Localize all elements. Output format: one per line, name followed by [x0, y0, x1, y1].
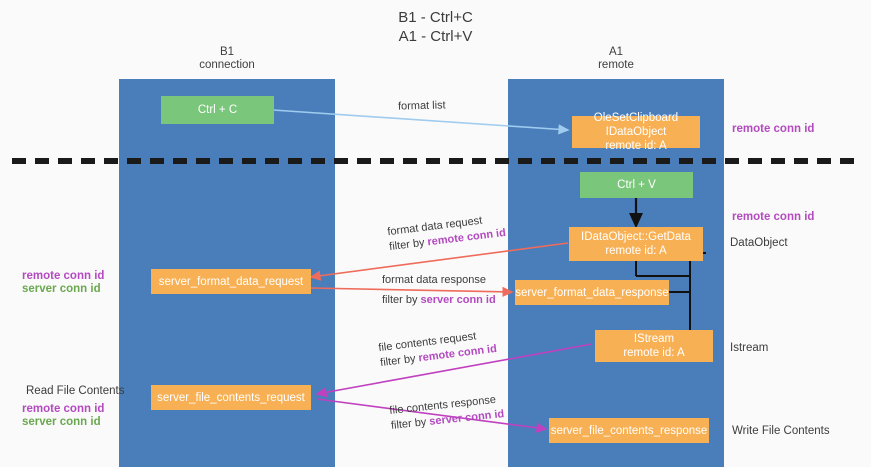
box-ctrl-c-label: Ctrl + C: [197, 104, 238, 116]
box-server-file-contents-request[interactable]: server_file_contents_request: [151, 385, 311, 410]
box-getdata-line1: IDataObject::GetData: [581, 231, 691, 243]
label-left-read-file-contents: Read File Contents: [26, 385, 125, 397]
label-left-server-conn-mid: server conn id: [22, 283, 101, 295]
column-header-b1: B1 connection: [119, 46, 335, 72]
box-istream-line1: IStream: [633, 333, 675, 345]
box-istream-line2: remote id: A: [623, 347, 685, 359]
column-a1-role: remote: [598, 59, 634, 71]
box-ctrl-c[interactable]: Ctrl + C: [161, 96, 274, 124]
edge-label-format-data-request: format data request filter by remote con…: [387, 211, 507, 255]
edge-label-format-data-response-line1: format data response: [382, 274, 486, 286]
label-left-remote-conn-mid: remote conn id: [22, 270, 105, 282]
box-server-file-contents-response-label: server_file_contents_response: [550, 424, 708, 437]
title-line-2: A1 - Ctrl+V: [398, 28, 473, 45]
edge-label-format-list-text: format list: [397, 99, 446, 113]
box-ctrl-v-label: Ctrl + V: [617, 179, 656, 191]
edge-label-file-contents-request: file contents request filter by remote c…: [378, 327, 498, 371]
box-ole-set-clipboard-dataobject[interactable]: OleSetClipboard IDataObject remote id: A: [572, 112, 700, 152]
filter-prefix: filter by: [388, 236, 429, 254]
edge-label-format-data-response-filter: filter by server conn id: [382, 293, 496, 308]
box-dataobject-top-line2: remote id: A: [605, 140, 667, 152]
label-right-write-file-contents: Write File Contents: [732, 425, 830, 437]
box-server-file-contents-request-label: server_file_contents_request: [157, 391, 305, 404]
section-divider: [12, 158, 861, 164]
box-idataobject-getdata[interactable]: IDataObject::GetData remote id: A: [569, 227, 703, 261]
box-server-format-data-request-label: server_format_data_request: [158, 275, 304, 288]
column-a1-name: A1: [608, 46, 624, 58]
box-server-format-data-response-label: server_format_data_response: [515, 286, 669, 299]
box-server-format-data-request[interactable]: server_format_data_request: [151, 269, 311, 294]
column-b1-role: connection: [199, 59, 255, 71]
filter-key-server-conn-id: server conn id: [420, 294, 496, 306]
label-right-remote-conn-mid: remote conn id: [732, 211, 815, 223]
title-line-1: B1 - Ctrl+C: [398, 9, 473, 26]
edge-label-file-contents-response: file contents response filter by server …: [389, 392, 505, 434]
edge-label-format-data-response: format data response filter by server co…: [382, 273, 496, 308]
column-header-a1: A1 remote: [508, 46, 724, 72]
label-left-server-conn-bottom: server conn id: [22, 416, 101, 428]
filter-prefix: filter by: [382, 294, 421, 306]
box-dataobject-top-line1: OleSetClipboard IDataObject: [593, 112, 679, 138]
edge-label-format-list: format list: [398, 98, 446, 114]
filter-prefix: filter by: [379, 352, 420, 370]
box-server-file-contents-response[interactable]: server_file_contents_response: [549, 418, 709, 443]
box-server-format-data-response[interactable]: server_format_data_response: [515, 280, 669, 305]
box-getdata-line2: remote id: A: [605, 245, 667, 257]
diagram-title: B1 - Ctrl+C A1 - Ctrl+V: [0, 8, 871, 46]
box-istream[interactable]: IStream remote id: A: [595, 330, 713, 362]
label-right-dataobject: DataObject: [730, 237, 788, 249]
label-right-remote-conn-top: remote conn id: [732, 123, 815, 135]
column-b1-name: B1: [219, 46, 235, 58]
label-right-istream: Istream: [730, 342, 769, 354]
filter-prefix: filter by: [390, 415, 430, 432]
box-ctrl-v[interactable]: Ctrl + V: [580, 172, 693, 198]
label-left-remote-conn-bottom: remote conn id: [22, 403, 105, 415]
